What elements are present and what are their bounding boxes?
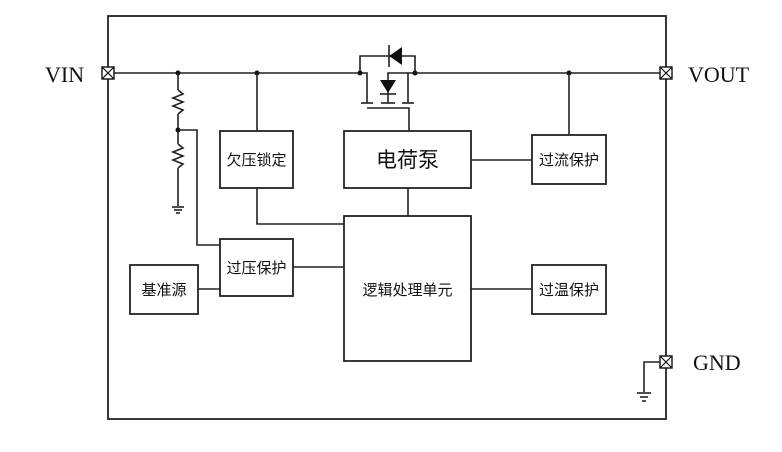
uvlo-block	[219, 130, 294, 189]
ground-icon	[637, 392, 651, 402]
reference-block	[129, 264, 199, 315]
vin-terminal-icon	[101, 66, 115, 80]
chip-boundary	[107, 15, 667, 420]
vout-terminal-icon	[659, 66, 673, 80]
pin-label-vin: VIN	[45, 62, 84, 87]
charge-pump-label: 电荷泵	[376, 148, 439, 172]
resistor-icon	[170, 89, 186, 115]
over-current-block	[531, 134, 607, 185]
over-voltage-block	[219, 238, 294, 297]
logic-unit-label: 逻辑处理单元	[362, 281, 452, 299]
pin-label-vout: VOUT	[688, 62, 750, 87]
resistor-icon	[170, 143, 186, 169]
junction-dot	[412, 70, 418, 76]
ground-icon	[172, 206, 184, 214]
charge-pump-block	[343, 130, 472, 189]
logic-unit-block	[343, 215, 472, 362]
over-temp-block	[531, 264, 607, 315]
junction-dot	[357, 70, 363, 76]
over-voltage-label: 过压保护	[226, 259, 286, 277]
gnd-terminal-icon	[659, 355, 673, 369]
pin-label-gnd: GND	[693, 350, 741, 375]
mosfet-icon	[359, 45, 416, 131]
gnd-wire	[643, 361, 660, 392]
over-current-label: 过流保护	[539, 151, 599, 169]
over-temp-label: 过温保护	[539, 281, 599, 299]
uvlo-label: 欠压锁定	[226, 151, 286, 169]
reference-label: 基准源	[141, 281, 186, 299]
